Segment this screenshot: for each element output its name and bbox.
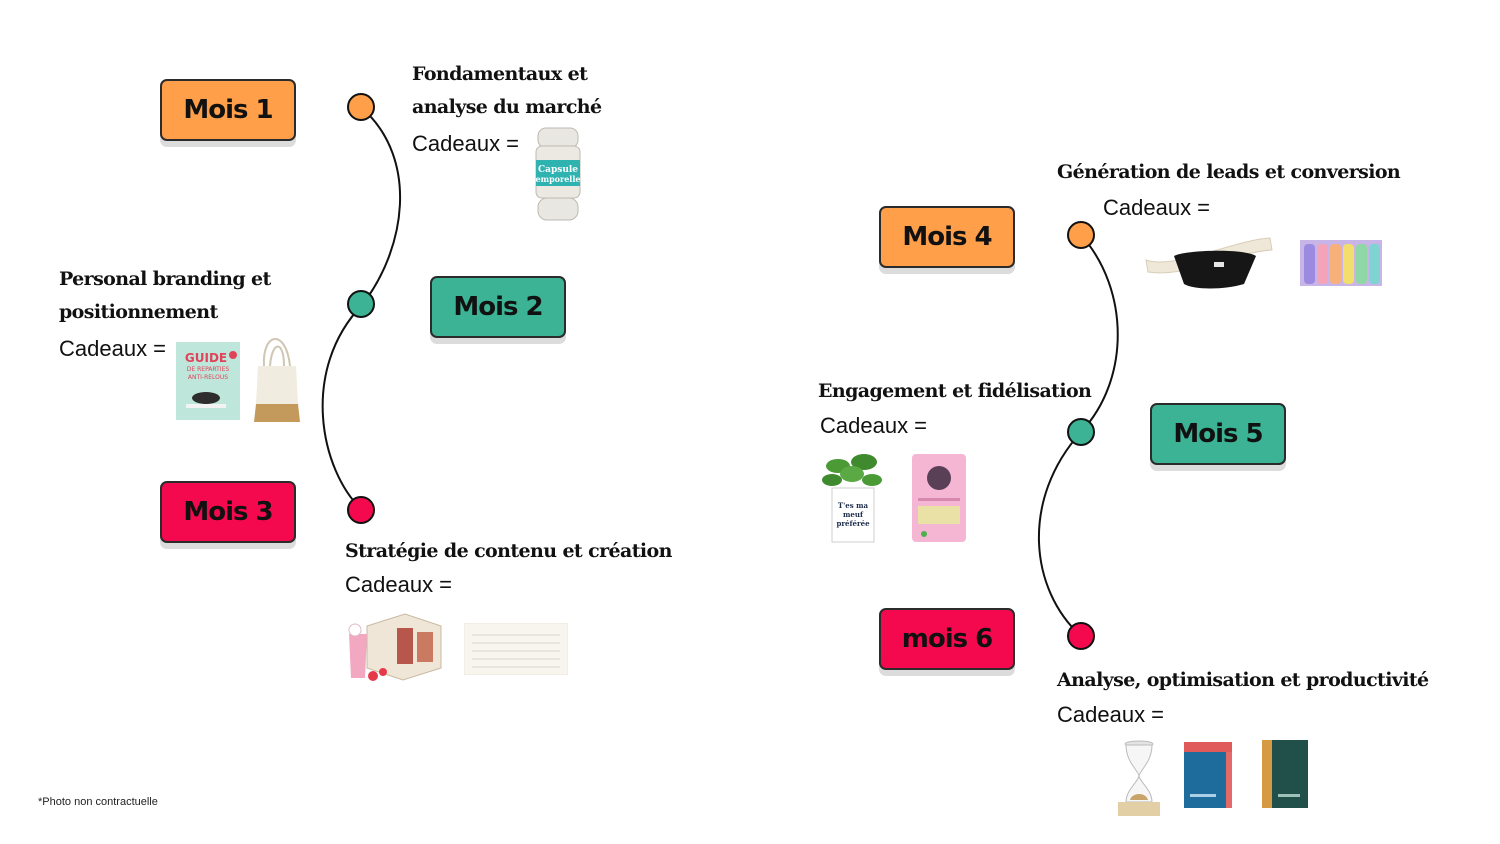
month-6-node — [1067, 622, 1095, 650]
month-3-node — [347, 496, 375, 524]
footnote: *Photo non contractuelle — [38, 796, 158, 808]
svg-text:T'es ma: T'es ma — [838, 501, 869, 510]
tote-bag-icon — [254, 338, 300, 422]
planner-sheet-icon — [464, 623, 568, 675]
svg-text:meuf: meuf — [843, 510, 864, 519]
guide-book-icon: GUIDE DE REPARTIES ANTI-RELOUS — [176, 342, 240, 420]
month-1-gifts-label: Cadeaux = — [412, 131, 520, 156]
month-2-gifts-label: Cadeaux = — [59, 336, 167, 361]
month-5-node — [1067, 418, 1095, 446]
month-6-title: Analyse, optimisation et productivité — [1057, 669, 1429, 691]
month-6-gifts-label: Cadeaux = — [1057, 702, 1165, 727]
smoothie-kit-icon — [348, 613, 442, 681]
svg-text:préférée: préférée — [836, 519, 870, 528]
capsule-jar-icon: Capsule emporelle — [535, 127, 581, 221]
month-5-badge: Mois 5 — [1150, 403, 1286, 465]
month-4-title: Génération de leads et conversion — [1057, 161, 1401, 183]
svg-text:emporelle: emporelle — [536, 174, 581, 184]
month-4-badge: Mois 4 — [879, 206, 1015, 268]
month-3-title: Stratégie de contenu et création — [345, 540, 672, 562]
month-5-gifts-label: Cadeaux = — [820, 413, 928, 438]
green-notebook-icon — [1262, 740, 1308, 808]
potted-plant-icon: T'es ma meuf préférée — [822, 454, 882, 543]
month-3-badge: Mois 3 — [160, 481, 296, 543]
seed-pouch-icon — [912, 454, 966, 542]
hourglass-icon — [1118, 740, 1160, 816]
month-5-title: Engagement et fidélisation — [818, 380, 1092, 402]
highlighter-set-icon — [1300, 240, 1382, 286]
svg-text:GUIDE: GUIDE — [185, 351, 227, 365]
month-3-gifts-label: Cadeaux = — [345, 572, 453, 597]
month-1-node — [347, 93, 375, 121]
svg-text:ANTI-RELOUS: ANTI-RELOUS — [188, 374, 228, 381]
svg-text:DE REPARTIES: DE REPARTIES — [187, 366, 230, 373]
month-1-badge: Mois 1 — [160, 79, 296, 141]
month-2-badge: Mois 2 — [430, 276, 566, 338]
month-2-node — [347, 290, 375, 318]
month-4-gifts-label: Cadeaux = — [1103, 195, 1211, 220]
blue-notebook-icon — [1184, 742, 1232, 808]
month-6-badge: mois 6 — [879, 608, 1015, 670]
svg-text:Capsule: Capsule — [538, 165, 578, 175]
month-4-node — [1067, 221, 1095, 249]
belt-bag-icon — [1145, 237, 1273, 289]
